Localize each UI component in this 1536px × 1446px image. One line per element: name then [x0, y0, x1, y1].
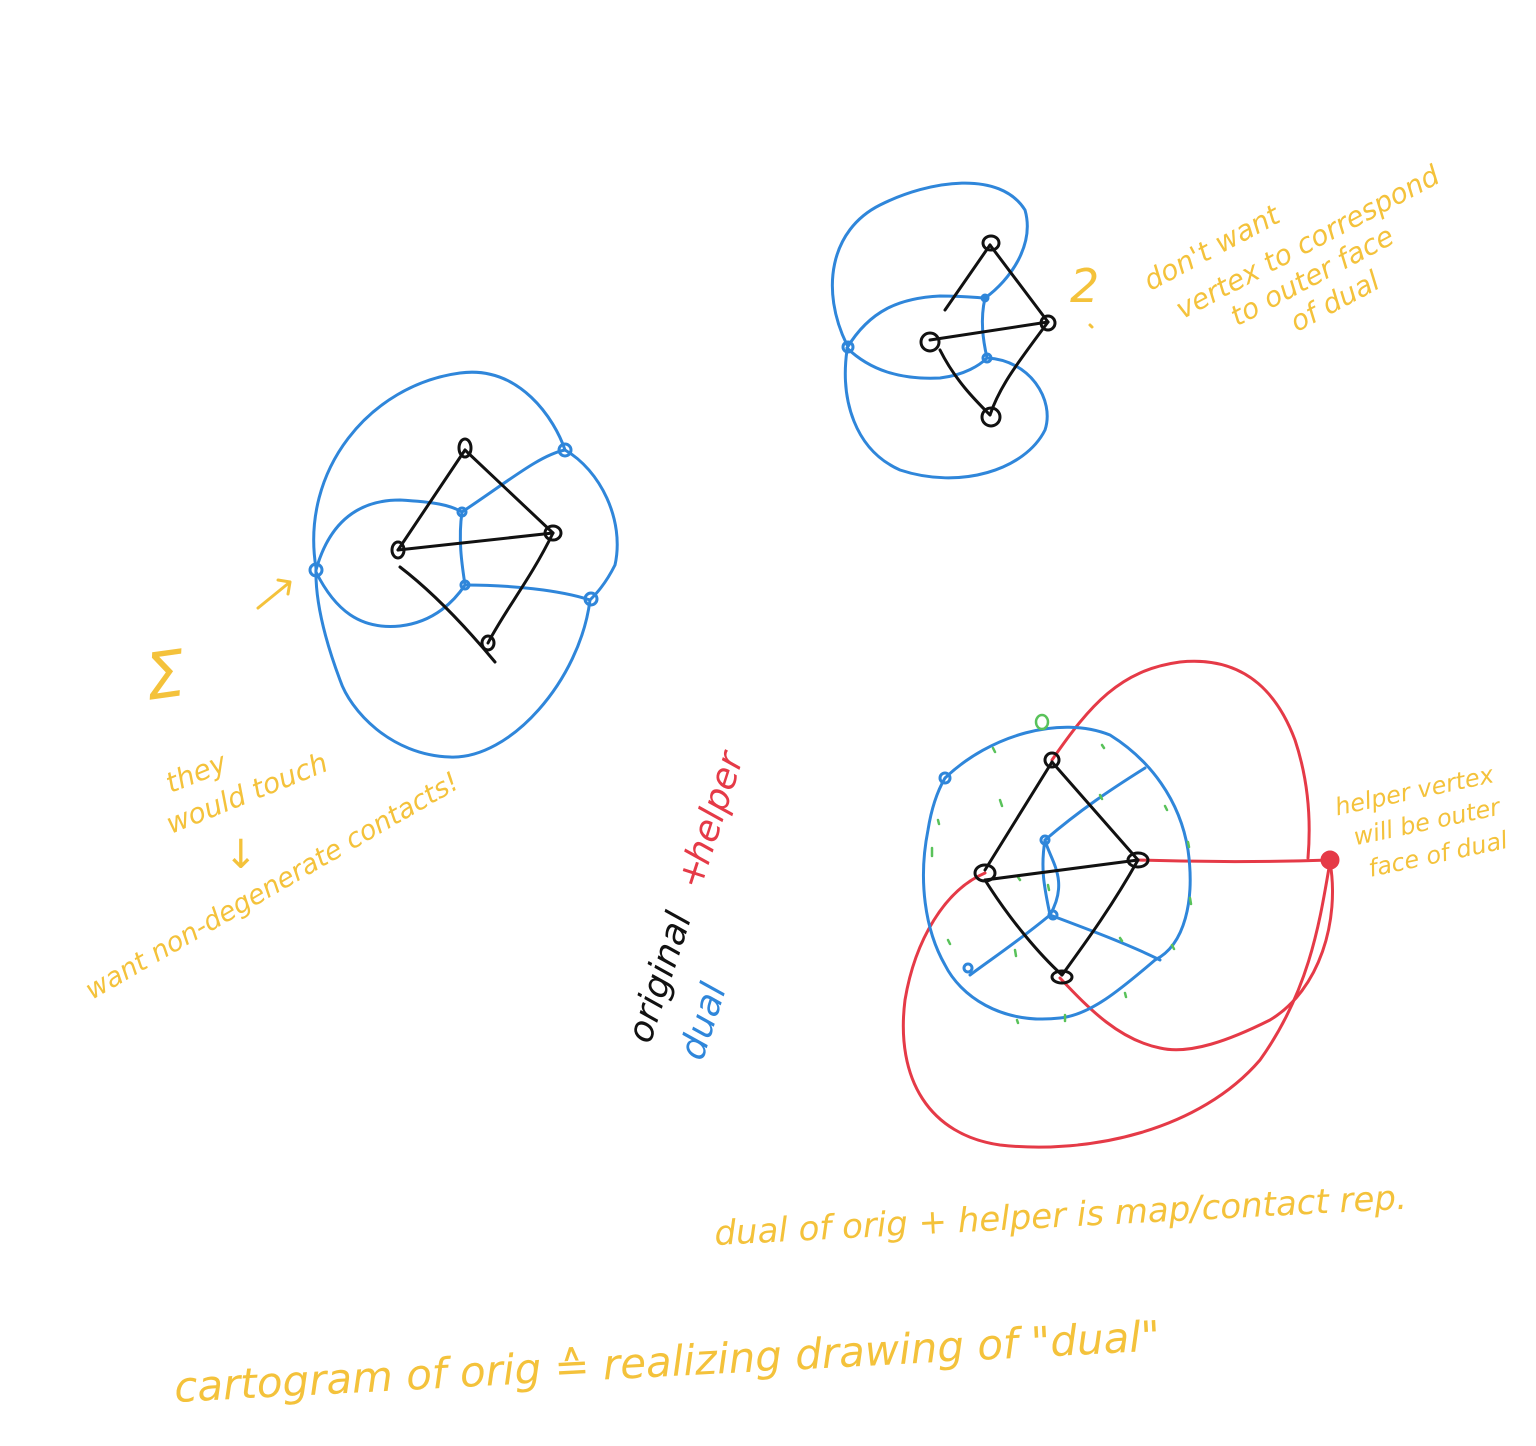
original-graph-left — [390, 437, 563, 664]
sketch-bottom — [901, 659, 1340, 1149]
original-graph-bottom — [973, 751, 1150, 985]
legend: original + helper dual — [620, 745, 753, 1065]
cartogram-note: cartogram of orig ≙ realizing drawing of… — [173, 1311, 1161, 1412]
two-mark: 2 — [1070, 259, 1099, 313]
original-graph-top — [919, 234, 1057, 428]
dual-graph-bottom — [922, 725, 1192, 1021]
annotation-strokes — [256, 323, 1094, 610]
touch-mark: Σ — [140, 637, 191, 716]
down-arrow: ↓ — [224, 832, 258, 878]
sketch-left — [308, 370, 619, 759]
dual-is-map-note: dual of orig + helper is map/contact rep… — [713, 1178, 1407, 1254]
legend-dual: dual — [672, 978, 735, 1065]
want-non-degenerate-note: want non-degenerate contacts! — [80, 766, 464, 1006]
legend-helper: helper — [678, 745, 753, 869]
helper-vertex-note: helper vertex will be outer face of dual — [1332, 760, 1510, 882]
dual-graph-top — [830, 181, 1049, 480]
sketch-top — [830, 181, 1057, 480]
they-would-touch-note: they would touch — [161, 746, 332, 841]
arrow-to-touch-point — [256, 578, 292, 610]
dual-graph-left — [308, 370, 619, 759]
dont-want-note: don't want vertex to correspond to outer… — [1138, 158, 1445, 338]
contact-marks — [930, 713, 1193, 1025]
arrow-to-top-sketch — [1088, 323, 1094, 329]
helper-edges — [901, 659, 1340, 1149]
